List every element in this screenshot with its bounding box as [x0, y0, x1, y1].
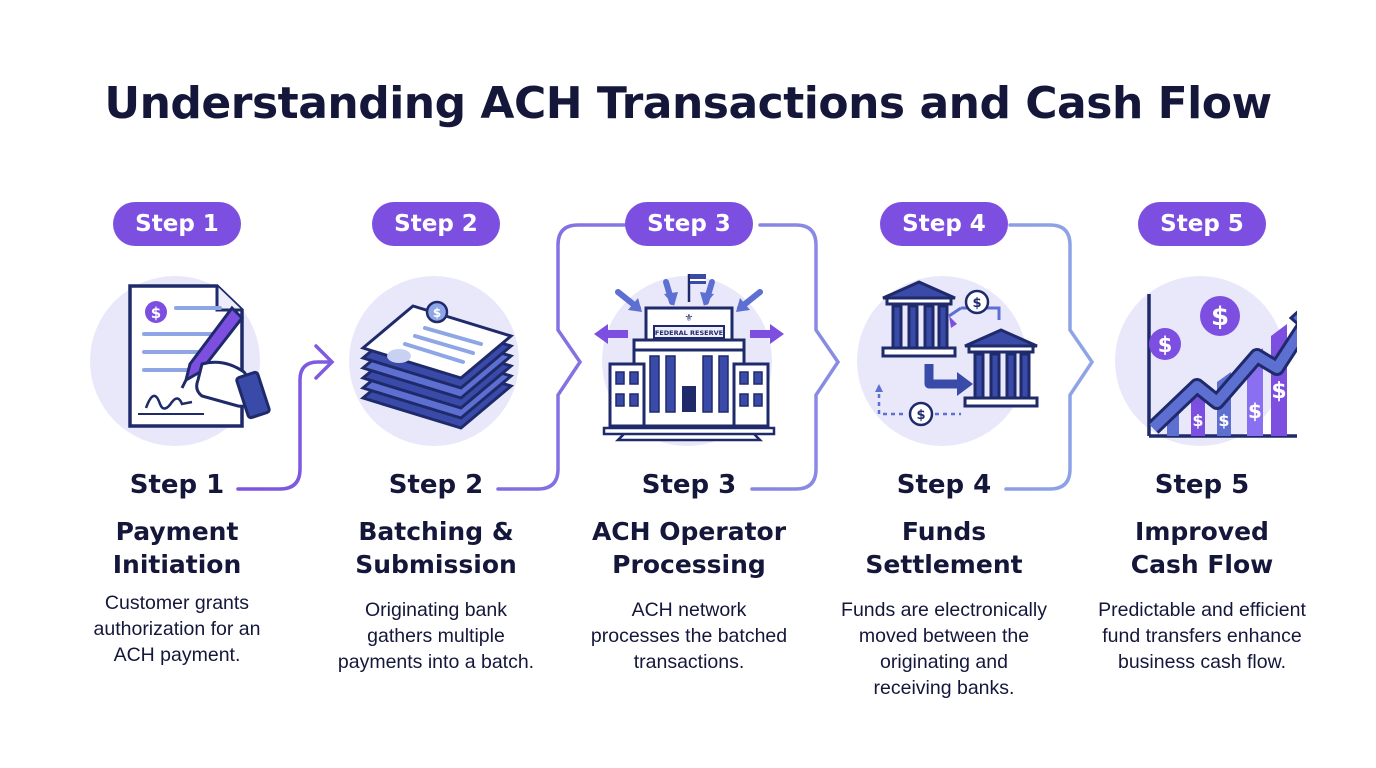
step-3: Step 3 FEDERAL RESERVE ⚜ [564, 0, 814, 768]
svg-text:$: $ [1192, 411, 1203, 430]
growth-chart-icon: $ $ $ $ $ $ [1147, 294, 1297, 438]
step-2-pill: Step 2 [372, 202, 500, 246]
step-2-description-line: payments into a batch. [337, 651, 535, 673]
step-1-description-line: authorization for an [93, 618, 261, 640]
step-1-pill: Step 1 [113, 202, 241, 246]
svg-text:$: $ [151, 304, 161, 322]
step-5-description: Predictable and efficient fund transfers… [1067, 597, 1337, 675]
step-3-pill: Step 3 [625, 202, 753, 246]
step-4-title-line: Funds [901, 517, 987, 546]
svg-text:$: $ [1271, 379, 1286, 404]
step-2-title-line: Batching & [358, 517, 514, 546]
step-1-description-line: Customer grants [104, 592, 250, 614]
step-1-title-line: Payment [115, 517, 239, 546]
step-4-label: Step 4 [896, 470, 992, 500]
step-4-description-line: receiving banks. [873, 677, 1015, 699]
step-3-description: ACH network processes the batched transa… [554, 597, 824, 675]
step-4-description: Funds are electronically moved between t… [809, 597, 1079, 701]
page-title: Understanding ACH Transactions and Cash … [104, 78, 1272, 129]
svg-text:$: $ [916, 408, 925, 423]
step-5-title-line: Improved [1135, 517, 1269, 546]
federal-reserve-building-icon: FEDERAL RESERVE ⚜ [594, 274, 784, 442]
step-5-pill: Step 5 [1138, 202, 1266, 246]
connector-1-2 [236, 344, 335, 491]
step-1-title-line: Initiation [112, 550, 242, 579]
step-2-description: Originating bank gathers multiple paymen… [301, 597, 571, 675]
step-4-title-line: Settlement [865, 550, 1023, 579]
step-4-icon: $ $ [849, 268, 1039, 458]
svg-text:$: $ [1158, 333, 1173, 357]
step-3-description-line: ACH network [631, 599, 747, 621]
step-1-description: Customer grants authorization for an ACH… [42, 590, 312, 668]
bank-transfer-icon: $ $ [875, 280, 1039, 427]
step-2-icon: $ [341, 268, 531, 458]
step-4-pill: Step 4 [880, 202, 1008, 246]
step-4: Step 4 [819, 0, 1069, 768]
step-1-label: Step 1 [129, 470, 225, 500]
svg-text:$: $ [1248, 399, 1262, 423]
step-1-icon: $ [82, 268, 272, 458]
step-1-title: Payment Initiation [52, 515, 302, 581]
svg-text:$: $ [1211, 302, 1229, 332]
step-5-description-line: business cash flow. [1117, 651, 1286, 673]
connector-3-4 [750, 223, 841, 491]
svg-text:$: $ [1218, 411, 1229, 430]
step-5-title: Improved Cash Flow [1077, 515, 1327, 581]
step-3-description-line: transactions. [633, 651, 745, 673]
step-2-label: Step 2 [388, 470, 484, 500]
step-1: Step 1 $ Step 1 Payment [52, 0, 302, 768]
step-4-title: Funds Settlement [819, 515, 1069, 581]
svg-text:$: $ [433, 306, 441, 320]
step-5-title-line: Cash Flow [1130, 550, 1274, 579]
step-2: Step 2 $ [311, 0, 561, 768]
step-3-label: Step 3 [641, 470, 737, 500]
svg-text:⚜: ⚜ [685, 313, 694, 324]
step-5-label: Step 5 [1154, 470, 1250, 500]
document-signing-icon: $ [128, 284, 271, 428]
step-4-description-line: originating and [880, 651, 1008, 673]
step-5-icon: $ $ $ $ $ $ [1107, 268, 1297, 458]
step-5-description-line: fund transfers enhance [1102, 625, 1302, 647]
connector-4-5 [1004, 223, 1095, 491]
step-3-description-line: processes the batched [590, 625, 788, 647]
step-2-title: Batching & Submission [311, 515, 561, 581]
svg-text:$: $ [972, 296, 981, 311]
step-4-description-line: moved between the [858, 625, 1030, 647]
document-stack-icon: $ [359, 300, 515, 430]
step-3-title-line: ACH Operator [591, 517, 787, 546]
step-3-icon: FEDERAL RESERVE ⚜ [594, 268, 784, 458]
connector-2-3 [496, 223, 630, 491]
building-sign-text: FEDERAL RESERVE [655, 329, 723, 337]
step-3-title-line: Processing [612, 550, 766, 579]
step-5-description-line: Predictable and efficient [1098, 599, 1306, 621]
step-1-description-line: ACH payment. [113, 644, 241, 666]
step-2-description-line: gathers multiple [367, 625, 505, 647]
step-2-title-line: Submission [355, 550, 517, 579]
step-3-title: ACH Operator Processing [564, 515, 814, 581]
step-2-description-line: Originating bank [364, 599, 507, 621]
step-4-description-line: Funds are electronically [841, 599, 1047, 621]
step-5: Step 5 $ $ $ $ $ [1077, 0, 1327, 768]
